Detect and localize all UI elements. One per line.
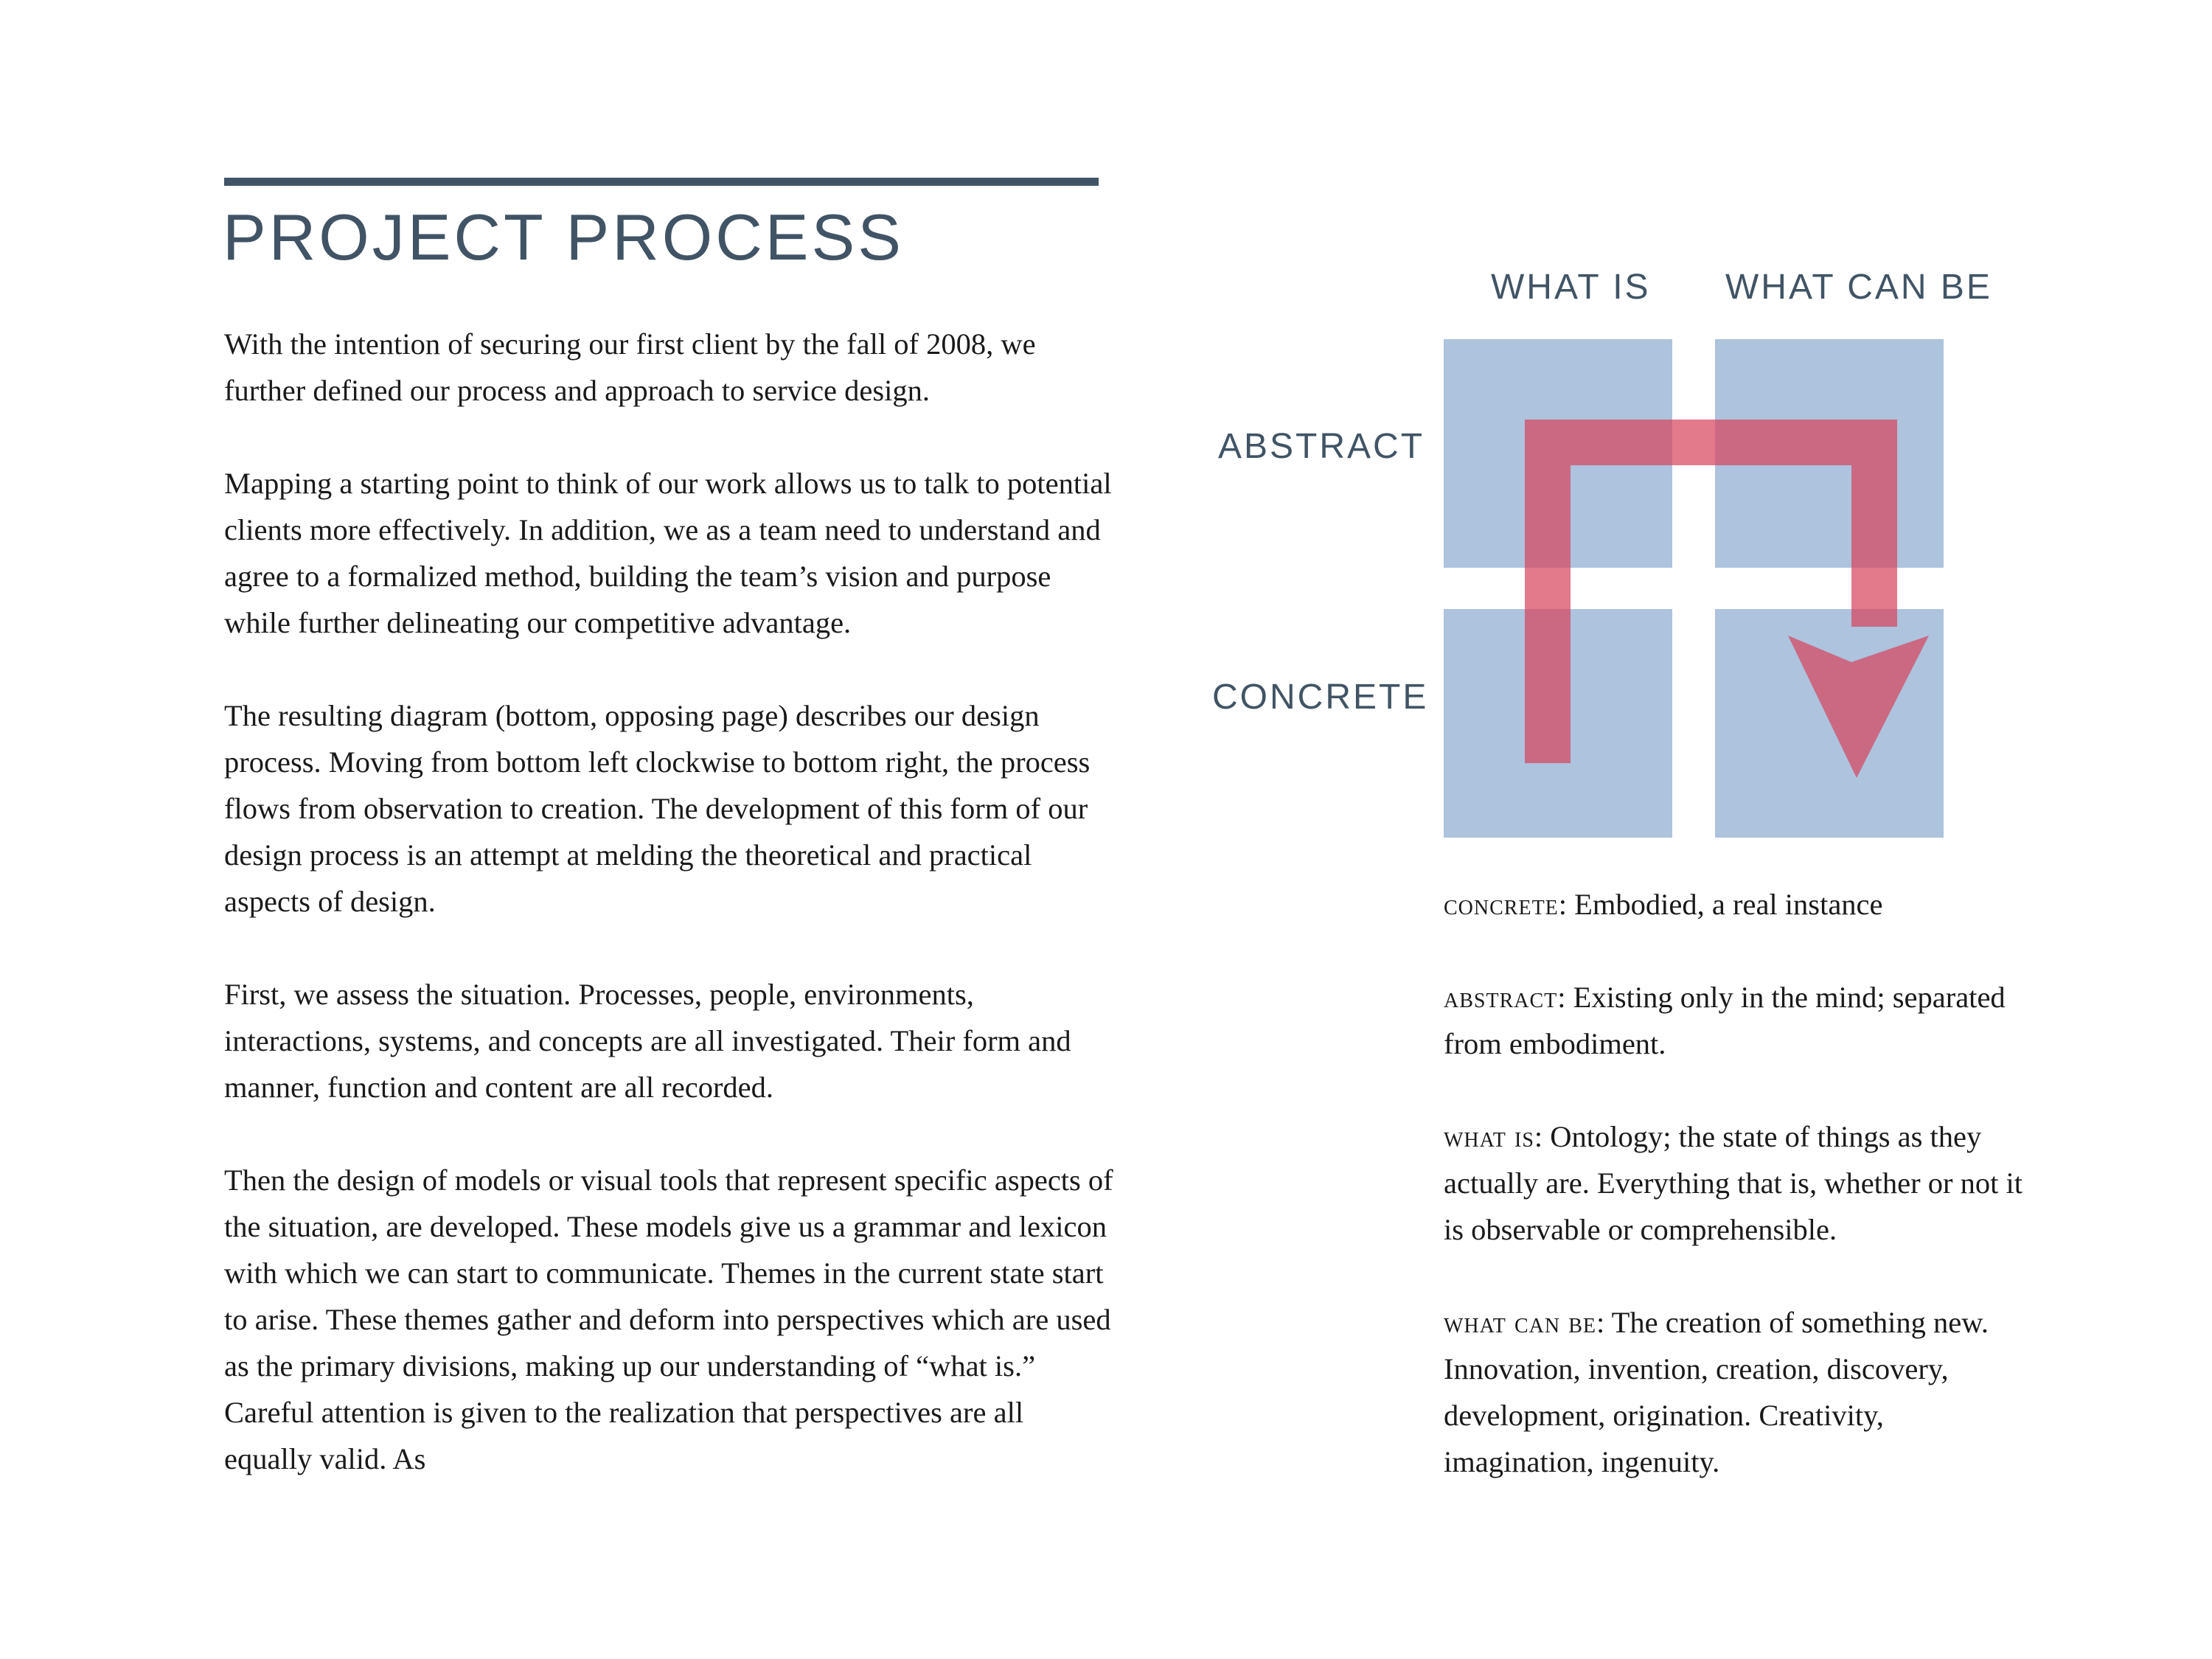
definition-term: what is [1444, 1120, 1534, 1153]
body-paragraph-5: Then the design of models or visual tool… [224, 1164, 1113, 1475]
page-title: PROJECT PROCESS [223, 201, 904, 274]
process-diagram: WHAT IS WHAT CAN BE ABSTRACT CONCRETE [1209, 265, 2035, 841]
definition-text: Ontology; the state of things as they ac… [1444, 1120, 2023, 1246]
column-label-what-is: WHAT IS [1491, 268, 1651, 307]
row-label-concrete: CONCRETE [1212, 678, 1429, 717]
definition-text: The creation of something new. Innovatio… [1444, 1306, 1989, 1478]
body-paragraph-3: The resulting diagram (bottom, opposing … [224, 699, 1091, 918]
quadrant-svg [1444, 339, 1944, 838]
process-flow-arrow [1525, 420, 1897, 763]
body-paragraph-4: First, we assess the situation. Processe… [224, 978, 1071, 1104]
definition-term: concrete [1444, 888, 1559, 921]
body-paragraph-2: Mapping a starting point to think of our… [224, 467, 1112, 639]
title-rule [224, 178, 1099, 186]
definition-term: abstract [1444, 981, 1558, 1014]
definition-text: Existing only in the mind; separated fro… [1444, 981, 2006, 1060]
body-text: With the intention of securing our first… [224, 321, 1116, 1482]
arrow-head-icon [1788, 636, 1929, 778]
row-label-abstract: ABSTRACT [1218, 427, 1425, 466]
definition-concrete: concrete: Embodied, a real instance [1444, 888, 1883, 921]
column-label-what-can-be: WHAT CAN BE [1725, 268, 1992, 307]
definition-what-is: what is: Ontology; the state of things a… [1444, 1120, 2023, 1246]
definition-text: Embodied, a real instance [1574, 888, 1883, 921]
definition-what-can-be: what can be: The creation of something n… [1444, 1306, 1989, 1478]
body-paragraph-1: With the intention of securing our first… [224, 327, 1036, 407]
definitions: concrete: Embodied, a real instance abst… [1444, 881, 2026, 1485]
definition-term: what can be [1444, 1306, 1597, 1339]
definition-abstract: abstract: Existing only in the mind; sep… [1444, 981, 2006, 1060]
